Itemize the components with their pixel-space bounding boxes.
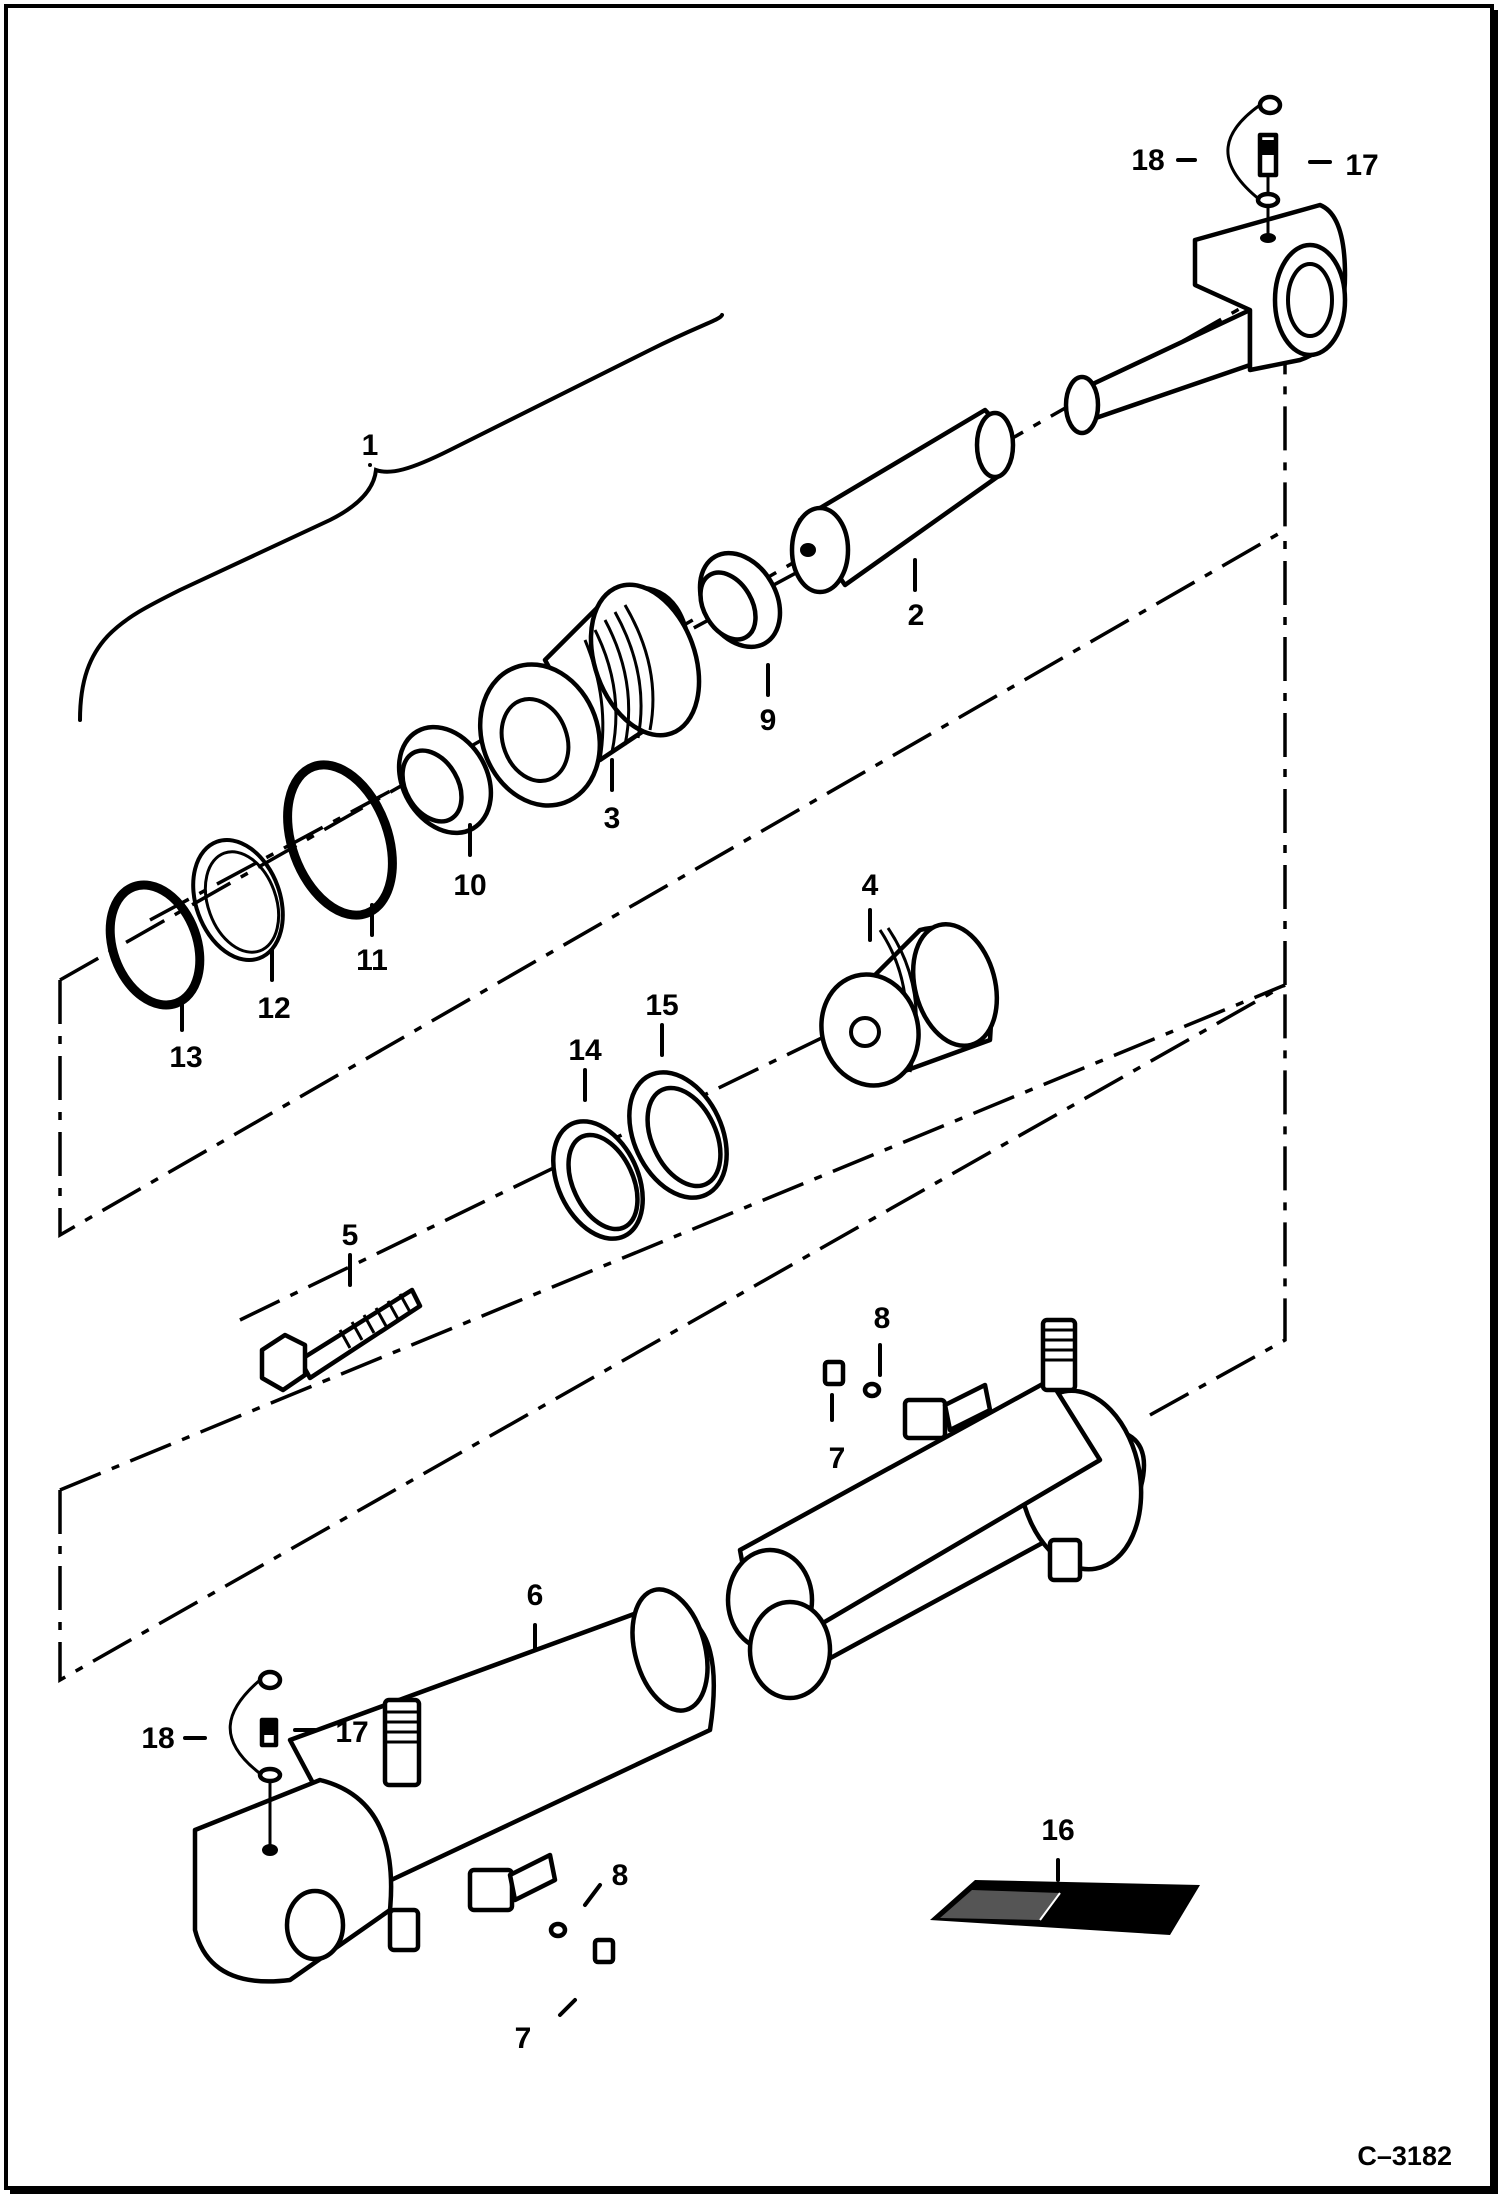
callout-12: 12	[257, 992, 290, 1025]
seal-14	[551, 1119, 645, 1241]
callout-13: 13	[169, 1041, 202, 1074]
barrel-right	[725, 1317, 1147, 1701]
grease-fitting-top	[1226, 94, 1283, 209]
callout-16: 16	[1041, 1814, 1074, 1847]
kit-brace	[78, 313, 724, 722]
callout-8-lower: 8	[612, 1859, 629, 1892]
callout-15: 15	[645, 989, 678, 1022]
elbow-fitting-right	[822, 1359, 993, 1441]
axis-line-head	[559, 558, 821, 702]
barrel-left-base	[192, 1587, 716, 1984]
callout-3: 3	[604, 802, 621, 835]
callout-11: 11	[356, 944, 388, 977]
piston	[819, 921, 1000, 1088]
seal-15	[627, 1070, 729, 1200]
callout-14: 14	[568, 1034, 602, 1067]
callout-8-upper: 8	[874, 1302, 891, 1335]
callout-17-upper: 17	[1345, 149, 1378, 182]
decal	[930, 1880, 1200, 1935]
o-ring-11	[283, 760, 397, 920]
backup-ring-12	[191, 837, 285, 963]
callout-4: 4	[862, 869, 879, 902]
callout-7-upper: 7	[829, 1442, 846, 1475]
assembly-box-lower	[58, 530, 1287, 1684]
leader-lines	[180, 158, 1332, 2017]
callout-6: 6	[527, 1579, 544, 1612]
callout-10: 10	[453, 869, 486, 902]
callout-2: 2	[908, 599, 925, 632]
figure-reference: C–3182	[1357, 2141, 1452, 2171]
callout-18-upper: 18	[1131, 144, 1164, 177]
callout-7-lower: 7	[515, 2022, 532, 2055]
callout-1: 1	[362, 429, 379, 462]
callout-5: 5	[342, 1219, 359, 1252]
callout-9: 9	[760, 704, 777, 737]
seal-9	[697, 550, 783, 650]
rod-eye-assembly	[1063, 175, 1348, 436]
o-ring-13	[105, 880, 205, 1010]
callout-17-lower: 17	[335, 1716, 368, 1749]
cylinder-head	[477, 582, 702, 808]
grease-fitting-bottom	[228, 1669, 283, 1845]
bolt	[259, 1287, 423, 1393]
seal-10	[396, 724, 494, 836]
elbow-fitting-bottom	[467, 1852, 616, 1965]
callout-18-lower: 18	[141, 1722, 174, 1755]
rod-part	[789, 407, 1016, 595]
